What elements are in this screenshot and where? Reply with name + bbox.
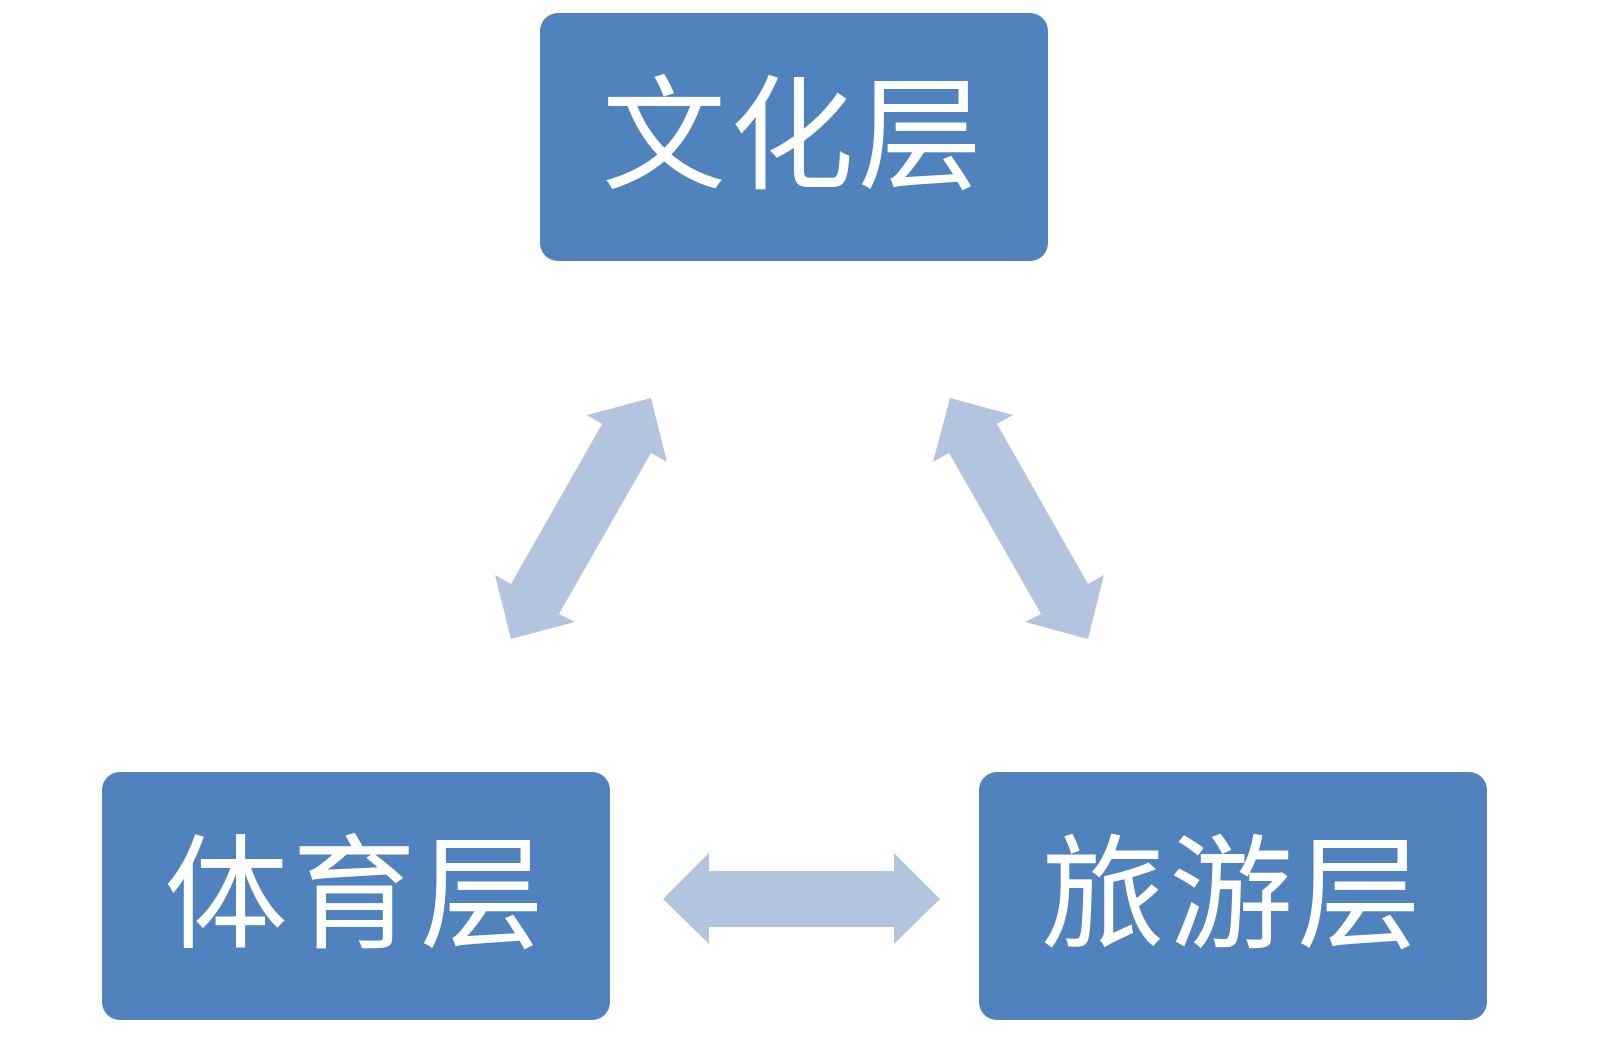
arrow-top-to-right xyxy=(933,398,1104,639)
node-culture-layer: 文化层 xyxy=(540,13,1048,261)
node-sports-layer: 体育层 xyxy=(102,772,610,1020)
node-label: 旅游层 xyxy=(1040,824,1425,968)
arrow-top-to-left xyxy=(495,398,667,639)
arrow-left-to-right xyxy=(663,853,940,944)
node-tourism-layer: 旅游层 xyxy=(979,772,1487,1020)
node-label: 体育层 xyxy=(163,824,548,968)
node-label: 文化层 xyxy=(601,65,986,209)
